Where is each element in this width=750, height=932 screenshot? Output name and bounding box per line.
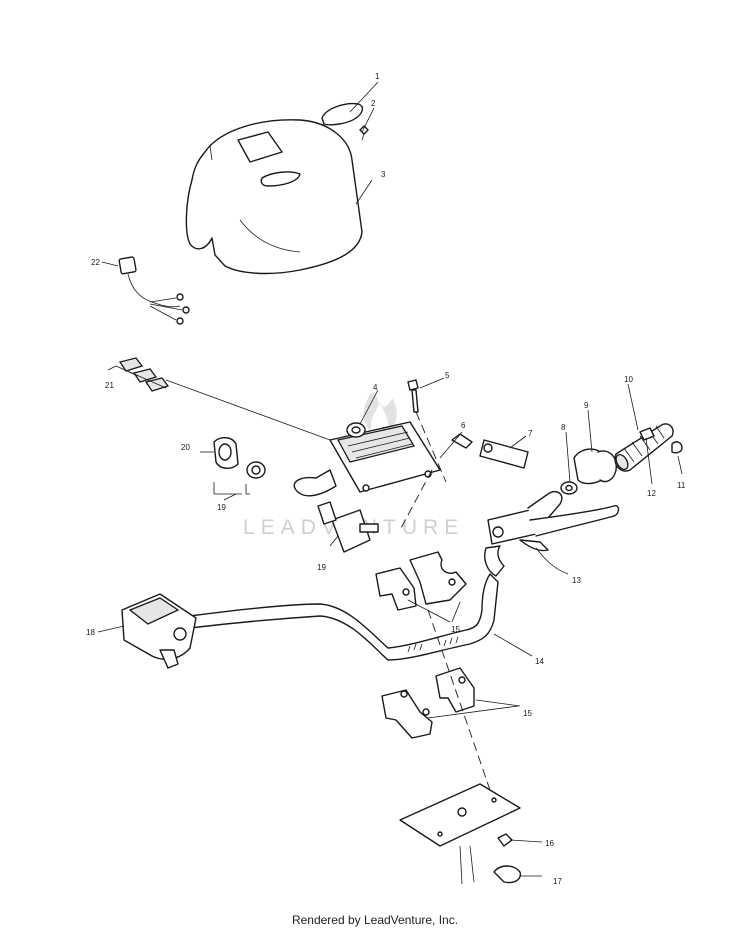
throttle-housing [573, 448, 617, 485]
switch-housing-plate [293, 421, 441, 497]
headlight-pod-cover [185, 119, 363, 275]
callout-12: 12 [647, 489, 656, 498]
callout-22: 22 [91, 258, 100, 267]
handlebar [189, 573, 499, 661]
callout-9: 9 [584, 401, 589, 410]
key-switch [317, 501, 379, 553]
callout-20: 20 [181, 443, 190, 452]
set-screw [639, 427, 655, 441]
grommet [346, 422, 366, 438]
stem-mount-plate [399, 783, 521, 885]
assembly-lines [399, 411, 491, 791]
callout-4: 4 [373, 383, 378, 392]
callout-8: 8 [561, 423, 566, 432]
callout-7: 7 [528, 429, 533, 438]
callout-10: 10 [624, 375, 633, 384]
callout-labels: 1 2 3 4 5 6 7 8 9 10 11 12 13 14 15 15 1… [86, 72, 686, 886]
decal [321, 102, 364, 126]
footer-credit: Rendered by LeadVenture, Inc. [291, 913, 459, 927]
bolt [407, 379, 419, 413]
switch-control-housing [121, 593, 197, 669]
callout-1: 1 [375, 72, 380, 81]
wiring-harness [118, 256, 190, 325]
callout-6: 6 [461, 421, 466, 430]
callout-18: 18 [86, 628, 95, 637]
callout-15-upper: 15 [451, 625, 460, 634]
nut [497, 833, 513, 847]
callout-17: 17 [553, 877, 562, 886]
callout-19-upper: 19 [217, 503, 226, 512]
master-cylinder-brake-lever [484, 490, 620, 577]
throttle-switch [451, 433, 529, 469]
callout-5: 5 [445, 371, 450, 380]
callout-2: 2 [371, 99, 376, 108]
callout-21: 21 [105, 381, 114, 390]
handlebar-clamps-upper [375, 551, 467, 611]
callout-3: 3 [381, 170, 386, 179]
callout-leaders [97, 81, 683, 877]
callout-13: 13 [572, 576, 581, 585]
callout-14: 14 [535, 657, 544, 666]
callout-11: 11 [677, 481, 686, 490]
hose-clamp [493, 865, 521, 884]
bushing [560, 481, 578, 495]
callout-15-lower: 15 [523, 709, 532, 718]
end-cap [671, 441, 683, 454]
callout-16: 16 [545, 839, 554, 848]
hand-grip [614, 423, 674, 472]
handlebar-clamps-lower [381, 667, 475, 739]
choke-knob [213, 437, 266, 495]
callout-19-lower: 19 [317, 563, 326, 572]
